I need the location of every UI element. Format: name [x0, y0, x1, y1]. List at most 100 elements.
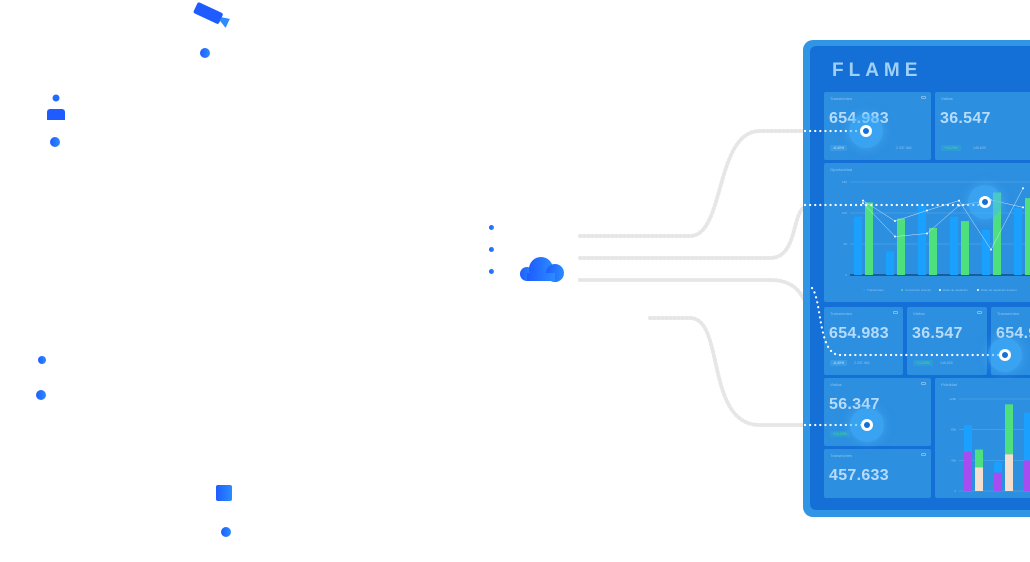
line-point — [990, 248, 992, 251]
legend-label: Ratio de captación — [943, 288, 968, 292]
line-point — [958, 199, 960, 202]
line-point — [926, 232, 928, 235]
line-point — [1022, 206, 1024, 209]
node-dot — [489, 225, 494, 230]
chart-fidelidad: Fidelidad 0 40k 80k 120k — [935, 378, 1030, 498]
card-total: 2.337.464 — [896, 146, 912, 150]
menu-icon[interactable] — [921, 96, 926, 99]
change-badge: -6,40% — [830, 145, 848, 151]
bar — [1025, 198, 1030, 275]
cloud-icon — [520, 257, 564, 282]
bar — [929, 227, 937, 275]
y-tick-label: 80k — [951, 428, 956, 432]
card-title: Transeúntes — [997, 311, 1020, 316]
node-dot — [36, 390, 46, 400]
card-total: 146.630 — [973, 146, 986, 150]
change-badge: +14,20% — [830, 431, 850, 437]
card-transeuntes-4: Transeúntes 457.633 — [824, 449, 931, 498]
line-point — [862, 199, 864, 202]
hotspot-marker[interactable] — [849, 114, 883, 148]
bar-segment — [1005, 404, 1013, 455]
node-dot — [489, 247, 494, 252]
node-dot — [50, 137, 60, 147]
node-dot — [38, 356, 46, 364]
hotspot-marker[interactable] — [988, 338, 1022, 372]
menu-icon[interactable] — [893, 311, 898, 314]
card-title: Transeúntes — [830, 96, 853, 101]
brand-logo: FLAME — [832, 60, 923, 81]
line-point — [894, 235, 896, 238]
y-tick-label: 50 — [844, 242, 848, 246]
bar — [1014, 208, 1022, 275]
menu-icon[interactable] — [977, 311, 982, 314]
change-badge: +14,20% — [913, 360, 933, 366]
hotspot-marker[interactable] — [968, 185, 1002, 219]
legend-label: Conversión anterior — [905, 288, 931, 292]
hotspot-marker[interactable] — [850, 408, 884, 442]
bar — [854, 216, 862, 275]
bar — [961, 221, 969, 275]
card-transeuntes-2: Transeúntes 654.983 -6,40% 2.337.464 — [824, 307, 903, 375]
square-icon — [216, 485, 232, 501]
bar-segment — [975, 467, 983, 491]
legend-label: Ratio de captación anterior — [981, 288, 1017, 292]
bar-segment — [1024, 460, 1030, 491]
chart-title: Oportunidad — [830, 167, 853, 172]
card-visitas: Visitas 36.547 +14,20% 146.630 — [935, 92, 1030, 160]
menu-icon[interactable] — [921, 453, 926, 456]
camera-icon — [193, 2, 230, 28]
bar-segment — [975, 449, 983, 468]
card-value: 654.983 — [829, 325, 889, 342]
card-visitas-2: Visitas 36.547 +14,20% 146.630 — [907, 307, 987, 375]
card-total: 2.337.464 — [854, 361, 870, 365]
legend-swatch — [863, 289, 865, 291]
bar — [982, 229, 990, 275]
card-title: Transeúntes — [830, 311, 853, 316]
bar — [865, 202, 873, 275]
menu-icon[interactable] — [921, 382, 926, 385]
bar — [993, 192, 1001, 275]
legend-swatch — [977, 289, 979, 291]
line-point — [862, 202, 864, 205]
y-tick-label: 40k — [951, 458, 956, 462]
bar-segment — [964, 425, 972, 452]
bar-segment — [1005, 454, 1013, 491]
bar-segment — [964, 451, 972, 491]
line-point — [958, 204, 960, 207]
node-dot — [221, 527, 231, 537]
chart-title: Fidelidad — [941, 382, 958, 387]
bar — [897, 218, 905, 275]
y-tick-label: 100 — [842, 211, 847, 215]
card-title: Visitas — [830, 382, 842, 387]
change-badge: +14,20% — [941, 145, 961, 151]
y-tick-label: 120k — [949, 397, 956, 401]
bar-segment — [994, 461, 1002, 473]
card-value: 36.547 — [912, 325, 963, 342]
node-dot — [200, 48, 210, 58]
y-tick-label: 150 — [842, 180, 847, 184]
legend-swatch — [901, 289, 903, 291]
dashboard-preview: FLAME Transeúntes 654.983 -6,40% 2.337.4… — [803, 40, 1030, 517]
card-title: Transeúntes — [830, 453, 853, 458]
line-point — [1022, 187, 1024, 190]
line-point — [894, 220, 896, 223]
node-dot — [489, 269, 494, 274]
legend-label: Transeúntes — [867, 288, 884, 292]
card-total: 146.630 — [940, 361, 953, 365]
y-tick-label: 0 — [845, 273, 847, 277]
change-badge: -6,40% — [830, 360, 848, 366]
bar-segment — [994, 472, 1002, 491]
card-title: Visitas — [913, 311, 925, 316]
bar-segment — [1024, 412, 1030, 461]
y-tick-label: 0 — [954, 489, 956, 493]
legend-swatch — [939, 289, 941, 291]
card-title: Visitas — [941, 96, 953, 101]
bar — [886, 251, 894, 275]
bar — [918, 204, 926, 275]
card-value: 457.633 — [829, 467, 889, 484]
bar — [950, 216, 958, 275]
person-icon — [47, 94, 65, 120]
line-point — [926, 209, 928, 212]
card-value: 36.547 — [940, 110, 991, 127]
